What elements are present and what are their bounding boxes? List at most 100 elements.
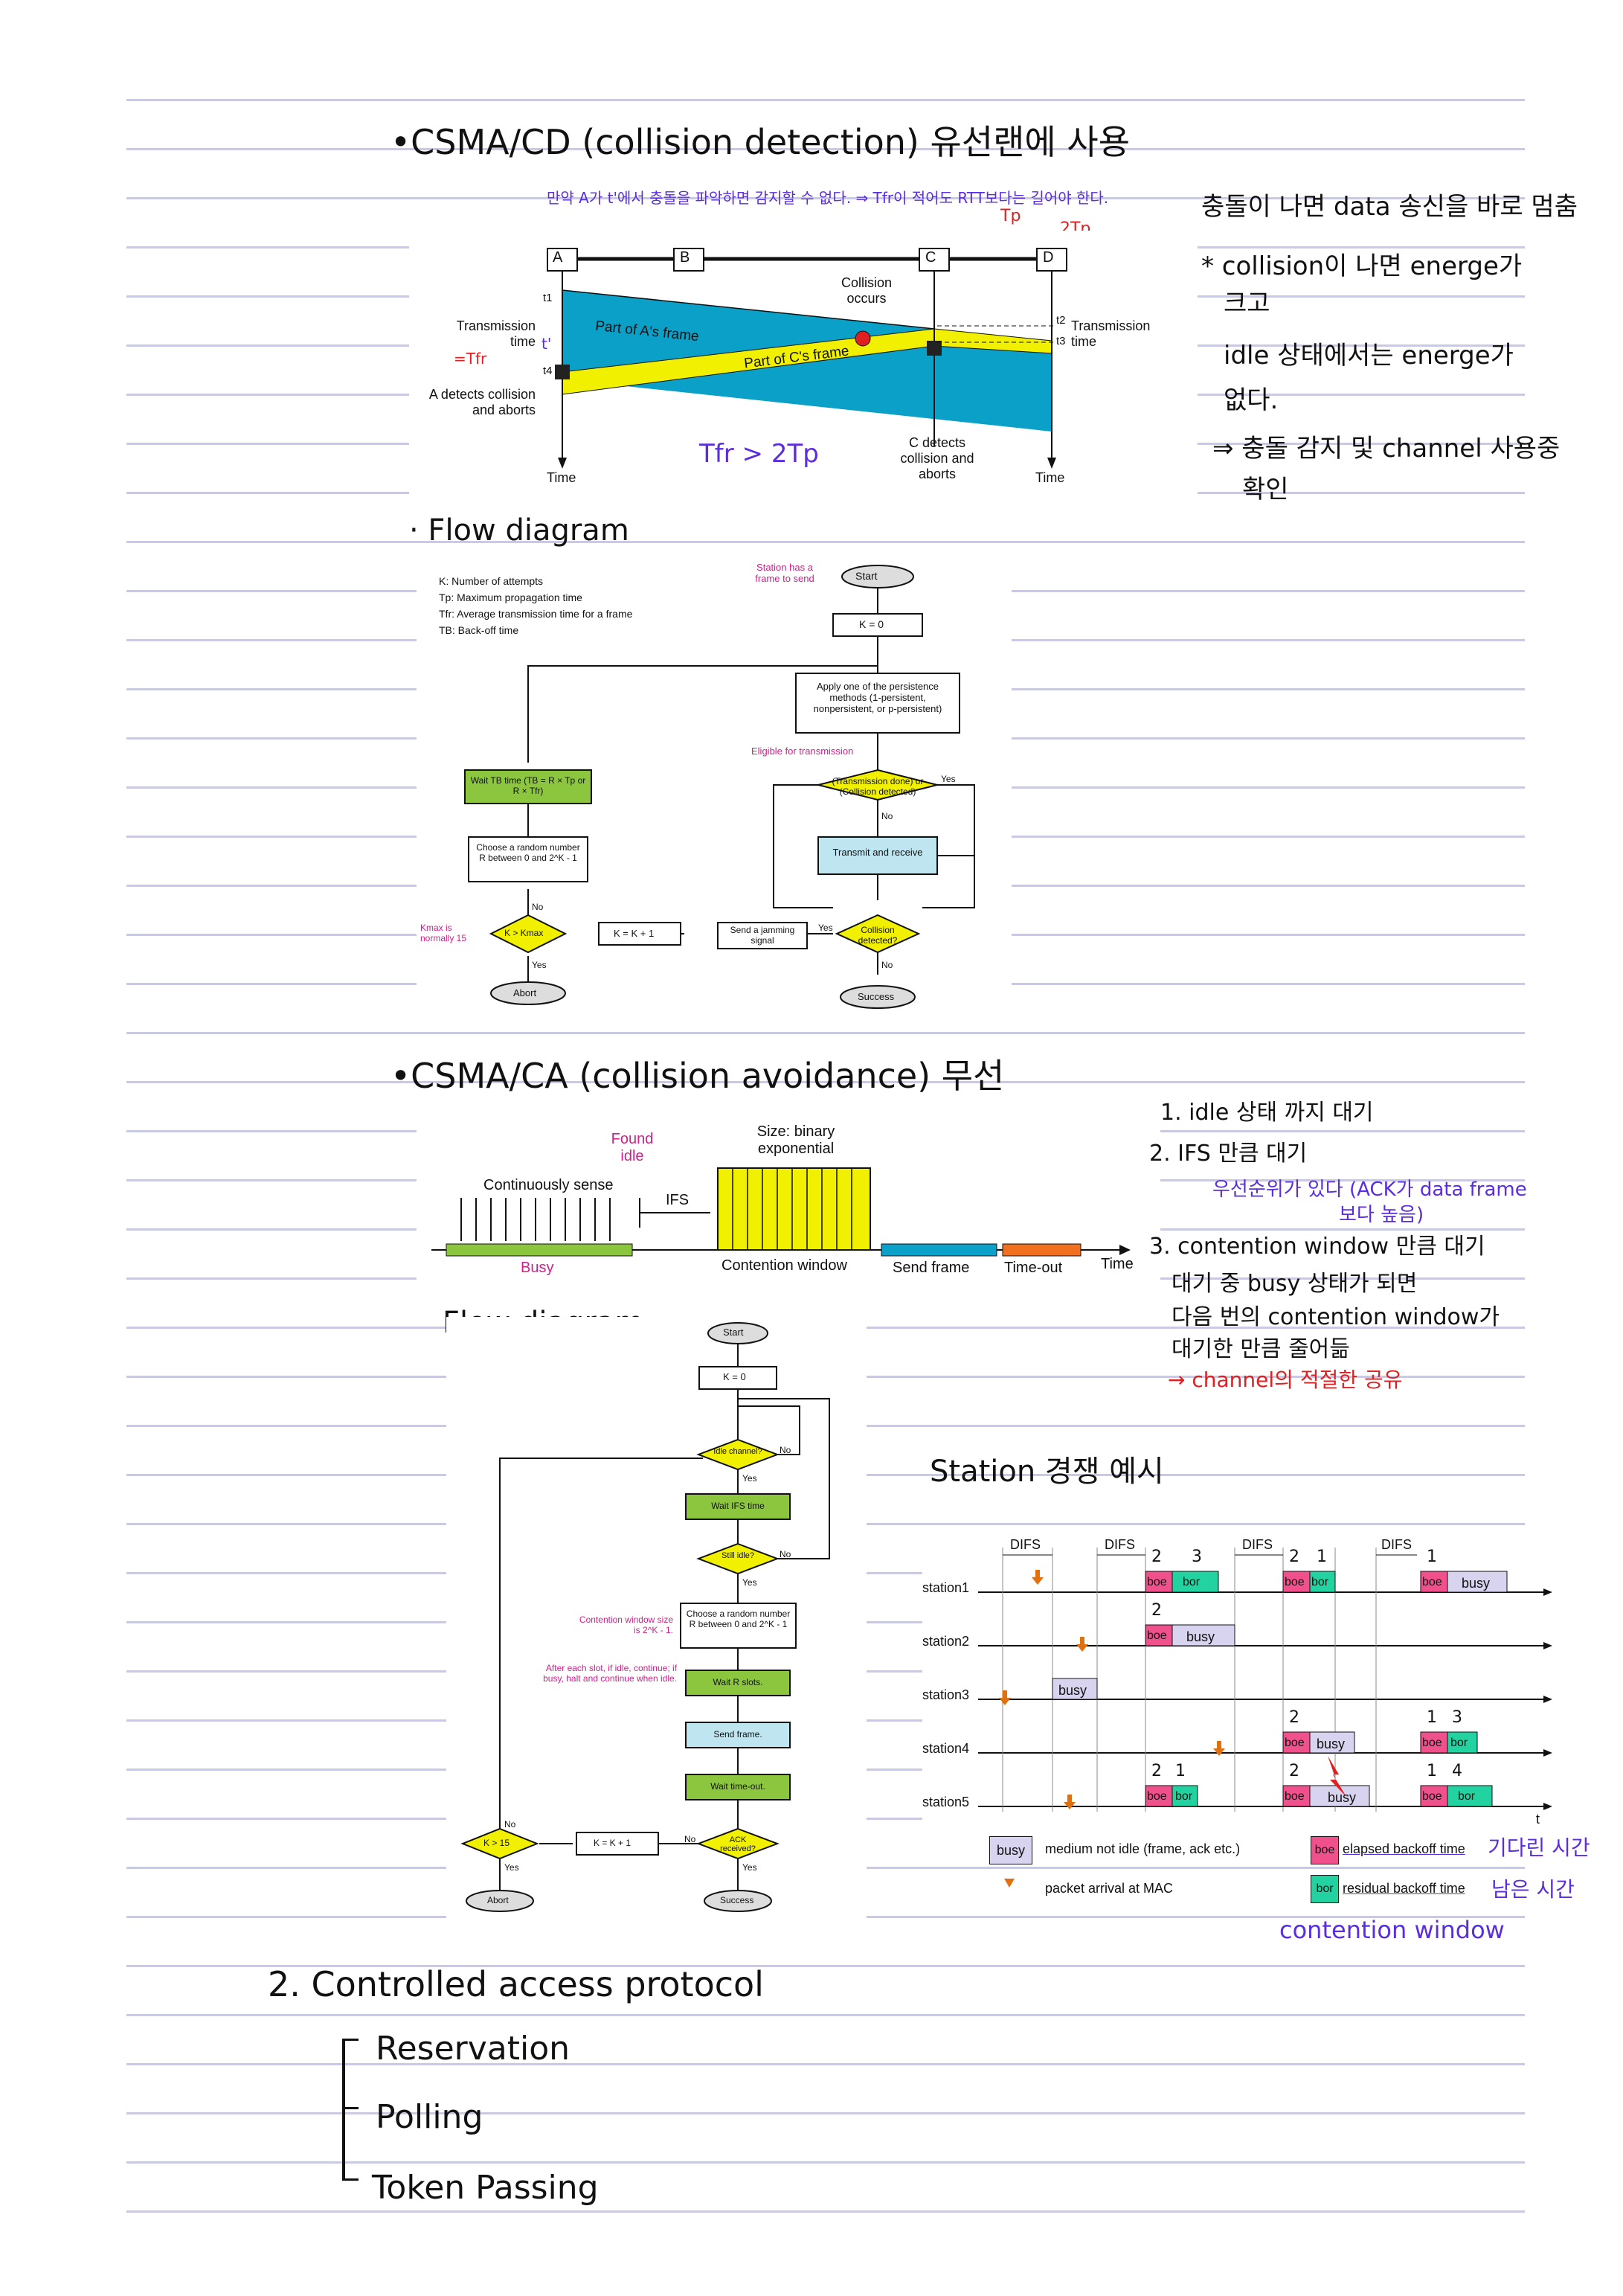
csma-cd-title: •CSMA/CD (collision detection) 유선랜에 사용 [391,122,1131,162]
station-d: D [1043,249,1054,266]
flow-cd-heading: · Flow diagram [409,513,629,548]
legend-bor-swatch: bor [1311,1875,1339,1903]
legend-bor-note: 남은 시간 [1491,1877,1575,1902]
difs-label: DIFS [1242,1537,1273,1552]
station2-label: station2 [922,1634,970,1649]
a-detects-label: A detects collision and aborts [428,387,536,417]
flow-cd-eligible: Eligible for transmission [751,745,854,757]
bor-text: bor [1175,1790,1193,1803]
csma-ca-figure: Found idle Size: binary exponential Cont… [417,1109,1160,1287]
yes-label: Yes [742,1862,757,1873]
flow-cd-apply: Apply one of the persistence methods (1-… [813,681,942,714]
flow-ca-k0: K = 0 [723,1371,746,1382]
boe-text: boe [1422,1790,1442,1803]
transmission-time-left: Transmission time [456,318,536,349]
flow-cd-k0: K = 0 [859,618,884,630]
handwritten-num: 2 [1151,1601,1162,1620]
difs-label: DIFS [1010,1537,1041,1552]
controlled-title: 2. Controlled access protocol [268,1964,764,2004]
flow-cd-send-jam: Send a jamming signal [730,925,795,946]
csma-ca-title: •CSMA/CA (collision avoidance) 무선 [391,1056,1005,1096]
station-a: A [553,249,563,266]
yes-label: Yes [742,1577,757,1588]
flow-cd-success: Success [858,991,895,1002]
flow-ca-still-idle: Still idle? [721,1551,755,1560]
boe-text: boe [1285,1790,1305,1803]
bracket-tick [342,2039,359,2041]
bor-text: bor [1183,1576,1201,1588]
side-note: 충돌이 나면 data 송신을 바로 멈춤 [1201,192,1578,222]
handwritten-num: 1 [1427,1548,1437,1566]
handwritten-num: 2 [1289,1762,1299,1780]
t-prime-label: t' [541,335,552,353]
token-passing-item: Token Passing [372,2169,599,2207]
flow-ca-cw-note: Contention window size is 2^K - 1. [579,1614,673,1635]
flow-ca-abort: Abort [487,1895,509,1905]
ca-note: 3. contention window 만큼 대기 [1149,1234,1485,1260]
flow-ca-wait-ifs: Wait IFS time [711,1501,765,1511]
flow-ca-k15: K > 15 [483,1838,510,1848]
handwritten-num: 4 [1452,1762,1462,1780]
bor-text: bor [1458,1790,1476,1803]
t3-label: t3 [1056,335,1066,347]
flow-ca-figure: Start K = 0 Idle channel? Wait IFS time … [446,1317,867,1923]
ca-note: → channel의 적절한 공유 [1168,1367,1403,1392]
arrival-arrow-icon [1004,1879,1015,1888]
side-note: 없다. [1224,385,1279,415]
t4-label: t4 [543,365,553,377]
legend-arrival-text: packet arrival at MAC [1045,1881,1174,1896]
flow-ca-send-frame: Send frame. [713,1729,762,1739]
busy-text: busy [1058,1683,1087,1698]
flow-cd-collision-detected: Collision detected? [858,925,898,946]
flow-cd-choose: Choose a random number R between 0 and 2… [476,842,580,863]
flow-ca-kk1: K = K + 1 [594,1838,631,1848]
difs-label: DIFS [1105,1537,1136,1552]
handwritten-num: 3 [1452,1708,1462,1727]
flow-ca-start: Start [723,1327,744,1338]
busy-text: busy [1186,1629,1215,1644]
flow-cd-tx-done: (Transmission done) or (Collision detect… [832,776,924,797]
station1-label: station1 [922,1580,970,1595]
flow-cd-abort: Abort [513,987,537,998]
time-label: Time [1101,1256,1134,1272]
send-frame-label: Send frame [893,1260,970,1276]
handwritten-num: 2 [1151,1762,1162,1780]
found-idle: Found idle [611,1131,654,1164]
flow-ca-slot-note: After each slot, if idle, continue; if b… [543,1663,677,1684]
ca-note: 다음 번의 contention window가 [1172,1304,1500,1330]
station-heading: Station 경쟁 예시 [930,1455,1164,1489]
ca-note: 우선순위가 있다 (ACK가 data frame [1212,1179,1527,1201]
boe-text: boe [1147,1629,1167,1642]
boe-text: boe [1147,1576,1167,1588]
time-a: Time [547,470,576,485]
no-label: No [780,1445,791,1455]
handwritten-num: 1 [1317,1548,1327,1566]
flow-ca-wait-r: Wait R slots. [713,1677,763,1687]
legend-line: TB: Back-off time [439,624,519,636]
no-label: No [532,902,544,912]
t1-label: t1 [543,292,553,304]
c-detects-label: C detects collision and aborts [900,435,974,481]
transmission-time-right: Transmission time [1071,318,1151,349]
bracket-tick [342,2107,359,2109]
station-c: C [925,249,936,266]
yes-label: Yes [941,774,956,784]
handwritten-num: 2 [1151,1548,1162,1566]
side-note: idle 상태에서는 energe가 [1224,341,1514,371]
side-note: 크고 [1224,289,1270,318]
station5-label: station5 [922,1795,970,1809]
flow-ca-choose: Choose a random number R between 0 and 2… [686,1609,791,1629]
side-note: 확인 [1242,475,1289,504]
busy-text: busy [1462,1576,1491,1591]
yes-label: Yes [742,1473,757,1484]
tfr-gt-2tp: Tfr > 2Tp [699,439,819,469]
ifs-label: IFS [666,1192,690,1208]
csma-cd-top-note: 만약 A가 t'에서 충돌을 파악하면 감지할 수 없다. ⇒ Tfr이 적어도… [547,189,1109,207]
station-has-frame: Station has a frame to send [755,562,814,584]
ca-note: 보다 높음) [1339,1204,1424,1226]
flow-ca-success: Success [720,1895,754,1905]
size-binary-exponential: Size: binary exponential [756,1123,835,1157]
reservation-item: Reservation [376,2030,571,2068]
station4-label: station4 [922,1741,970,1756]
boe-text: boe [1285,1576,1305,1588]
